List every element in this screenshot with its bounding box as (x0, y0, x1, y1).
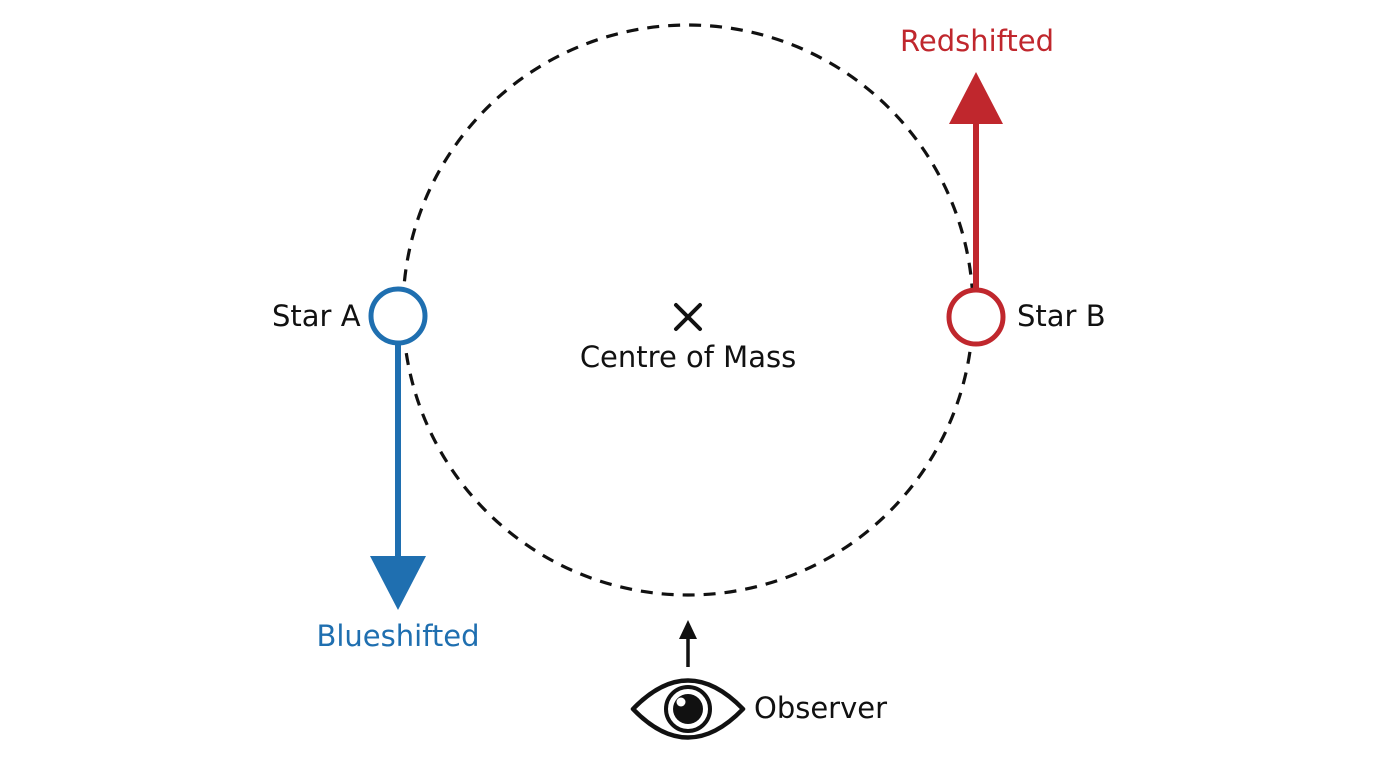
star-a-velocity-arrow (370, 343, 426, 610)
observer-sight-arrow (679, 620, 697, 667)
observer-label: Observer (754, 691, 888, 725)
orbit-path (401, 23, 975, 597)
redshifted-label: Redshifted (900, 24, 1054, 58)
centre-of-mass-marker (674, 303, 702, 331)
star-b-label: Star B (1017, 299, 1106, 333)
star-b (946, 287, 1006, 347)
star-b-velocity-arrow (949, 72, 1003, 290)
eye-icon (630, 678, 746, 740)
blueshifted-label: Blueshifted (316, 619, 480, 653)
star-a-label: Star A (272, 299, 361, 333)
centre-of-mass-label: Centre of Mass (579, 340, 797, 374)
star-a (368, 286, 428, 346)
